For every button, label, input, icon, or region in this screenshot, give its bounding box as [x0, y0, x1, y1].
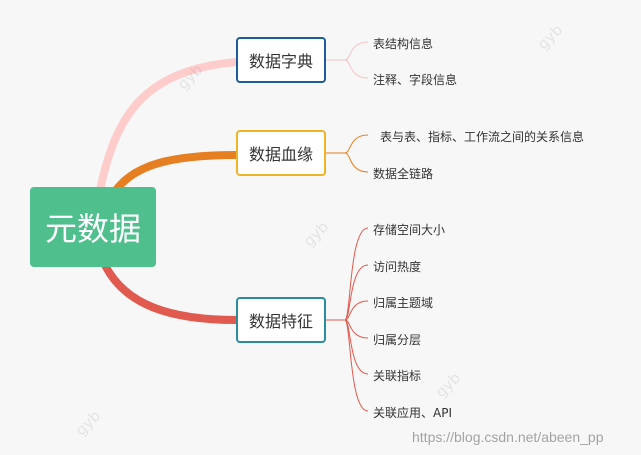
branch-label: 数据血缘: [248, 145, 313, 164]
curve-root-to-branch-1: [112, 151, 241, 194]
leaf-connector: [344, 319, 369, 375]
leaf-connectors-branch-2: [326, 227, 369, 412]
branch-node-data-features[interactable]: 数据特征: [236, 297, 326, 343]
leaf-item[interactable]: 注释、字段信息: [373, 73, 458, 87]
leaf-connector: [344, 59, 369, 79]
source-credit: https://blog.csdn.net/abeen_pp: [412, 429, 604, 445]
branch-node-data-dictionary[interactable]: 数据字典: [236, 37, 326, 83]
leaf-item[interactable]: 归属主题域: [373, 296, 434, 310]
branch-label: 数据特征: [248, 312, 313, 331]
leaf-connector: [344, 134, 369, 154]
leaf-item[interactable]: 表结构信息: [373, 37, 434, 51]
leaf-connector: [344, 300, 369, 321]
leaf-item[interactable]: 关联指标: [373, 369, 422, 383]
branch-label: 数据字典: [248, 52, 313, 71]
leaf-connector: [344, 41, 369, 61]
root-node[interactable]: 元数据: [30, 187, 156, 267]
leaf-connector: [344, 319, 369, 412]
leaf-connectors-branch-1: [326, 134, 369, 173]
leaf-item[interactable]: 归属分层: [373, 333, 422, 347]
root-label: 元数据: [44, 210, 141, 248]
branch-node-data-lineage[interactable]: 数据血缘: [236, 130, 326, 176]
leaf-item[interactable]: 存储空间大小: [373, 223, 446, 237]
curve-root-to-branch-0: [96, 58, 241, 194]
leaf-item[interactable]: 数据全链路: [373, 167, 434, 181]
leaf-item[interactable]: 表与表、指标、工作流之间的关系信息: [380, 130, 585, 144]
leaf-connector: [344, 264, 369, 321]
leaf-connectors-branch-0: [326, 41, 369, 79]
leaf-connector: [344, 152, 369, 173]
leaf-item[interactable]: 关联应用、API: [373, 406, 452, 420]
leaf-item[interactable]: 访问热度: [373, 260, 422, 274]
curve-root-to-branch-2: [101, 261, 241, 324]
